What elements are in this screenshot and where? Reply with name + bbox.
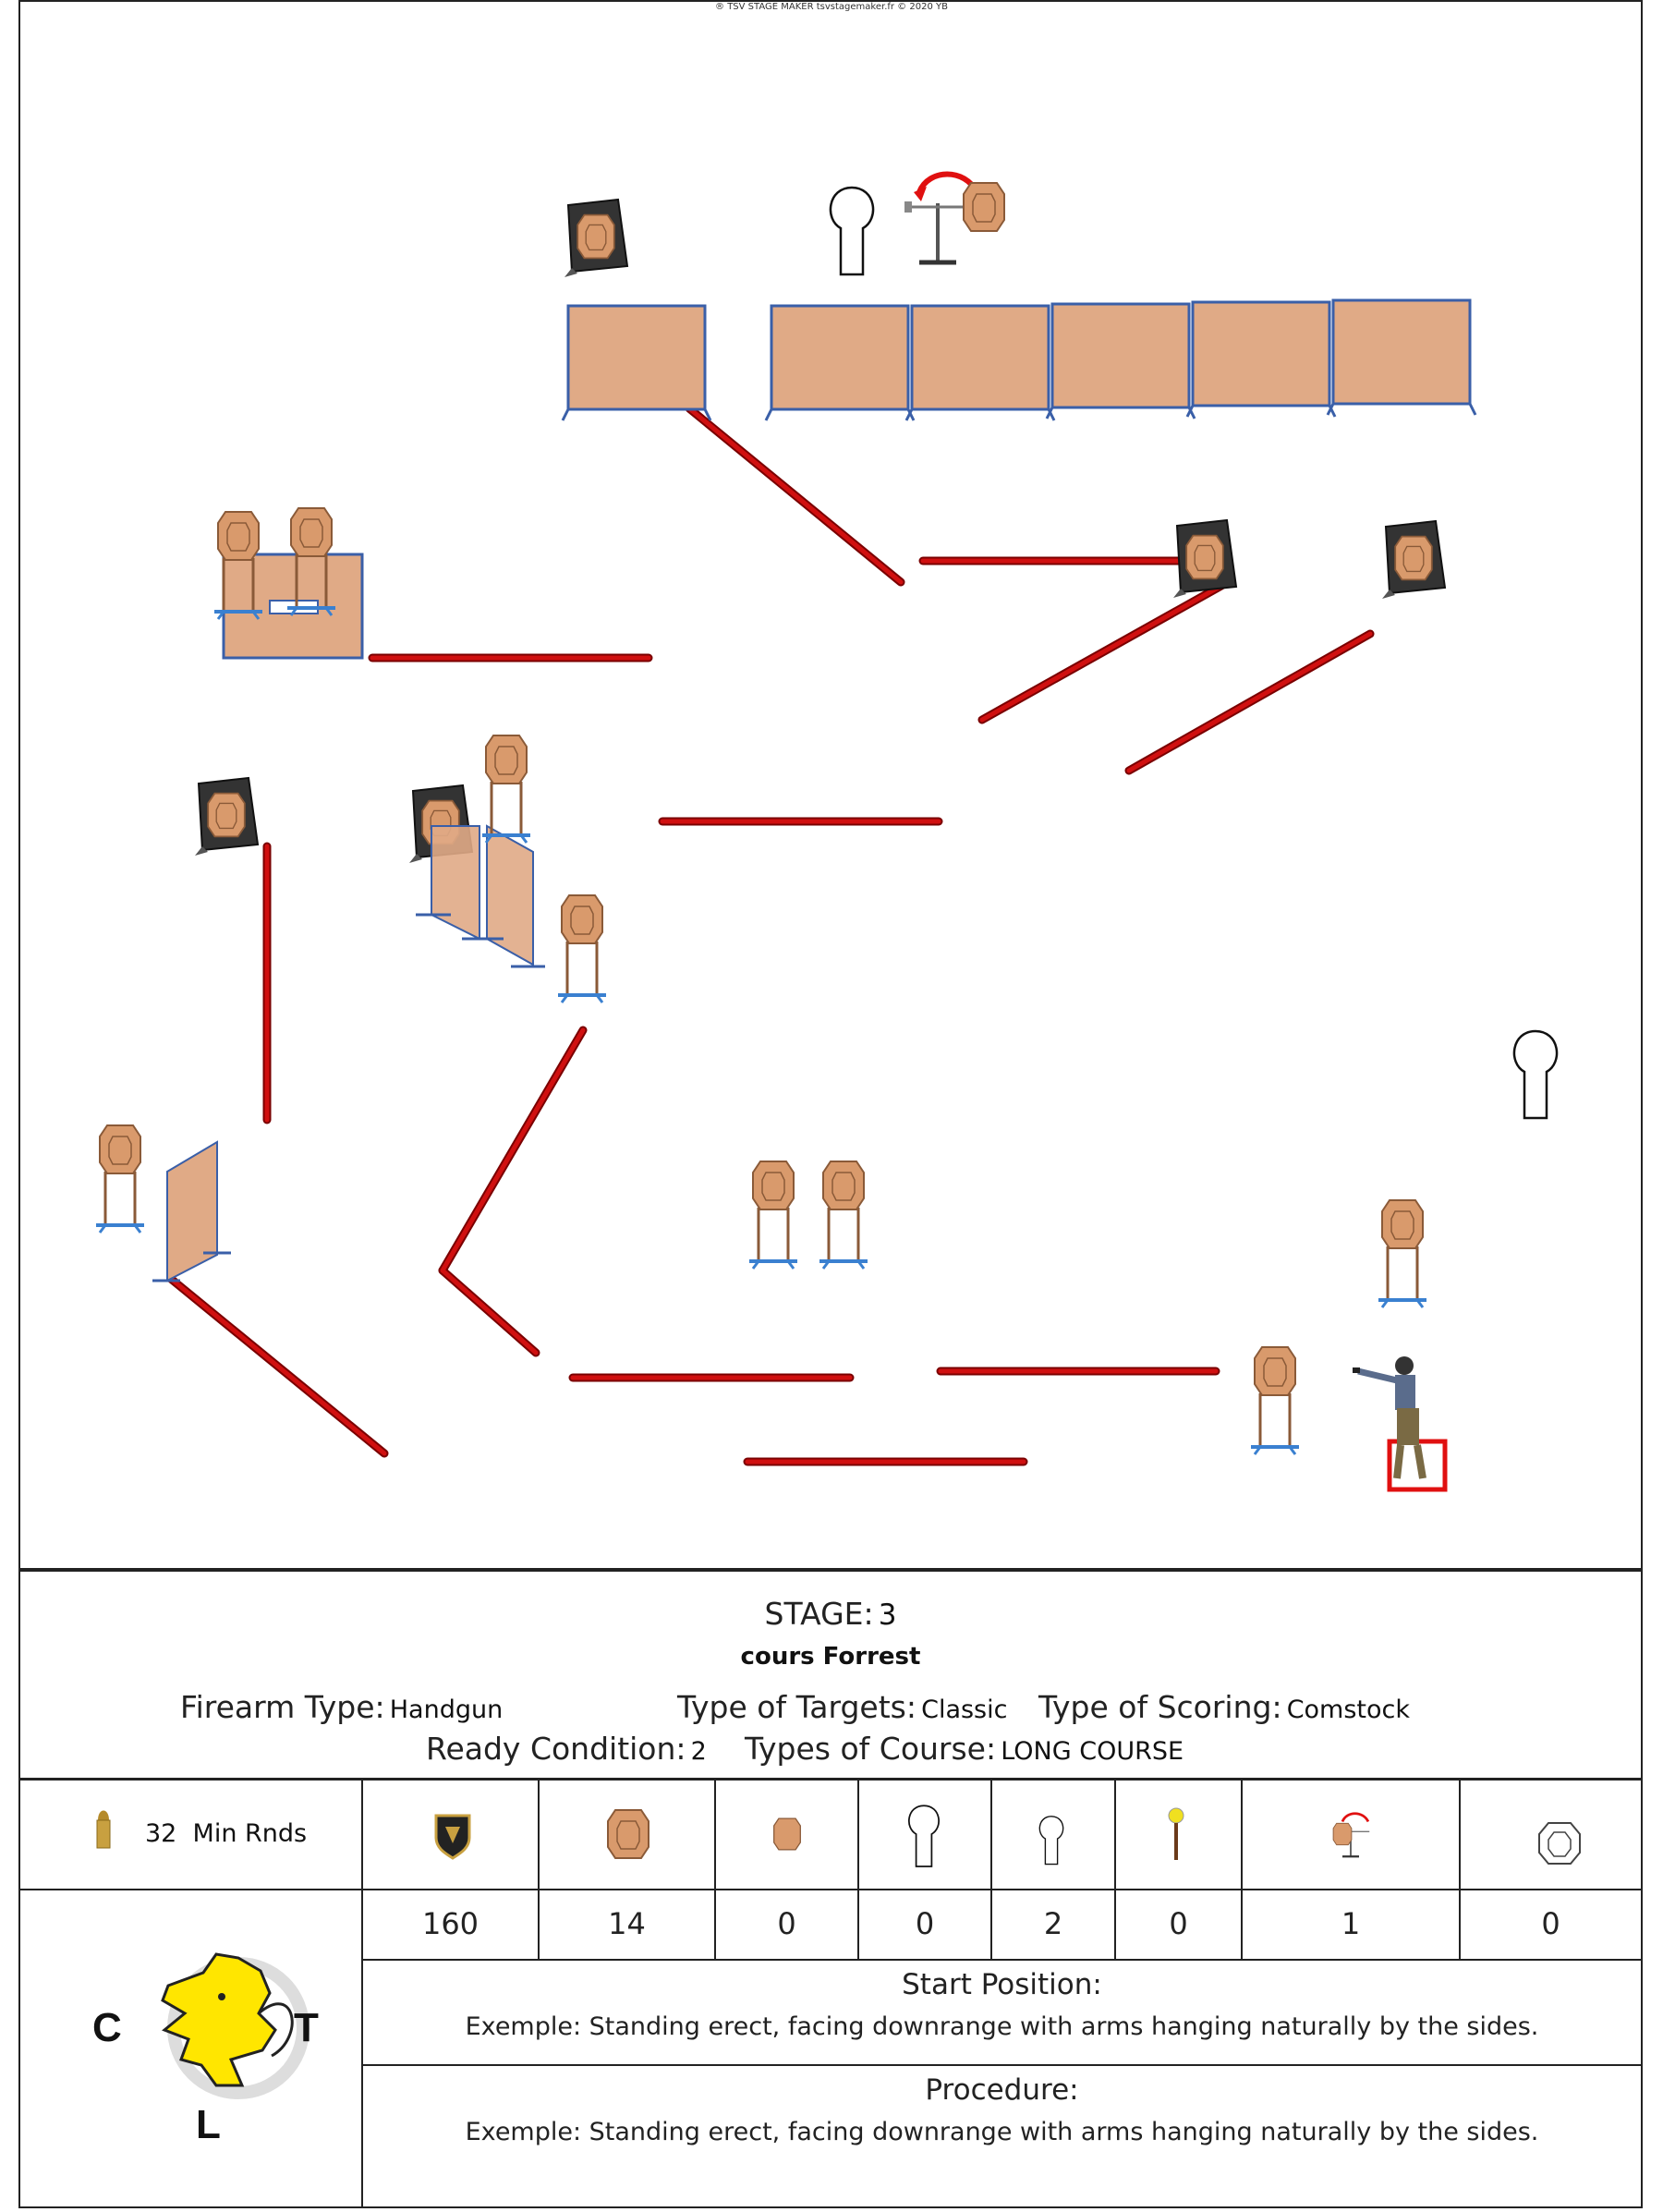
divider-top — [18, 1568, 1643, 1572]
course-value: LONG COURSE — [1001, 1737, 1184, 1766]
count-8: 0 — [1541, 1906, 1560, 1941]
no-shoot-target-icon-top — [1538, 1822, 1581, 1865]
cell-rounds — [18, 1779, 363, 1890]
swinger-icon-top — [1332, 1812, 1370, 1858]
ready-label: Ready Condition: — [426, 1731, 686, 1767]
logo-letter-t: T — [294, 2005, 319, 2050]
mini-popper-icon-top — [1038, 1816, 1064, 1866]
stage-label: STAGE: — [764, 1596, 874, 1632]
firearm-value: Handgun — [389, 1695, 504, 1724]
course-type: Types of Course: LONG COURSE — [745, 1731, 1184, 1767]
course-label: Types of Course: — [745, 1731, 997, 1767]
ready-value: 2 — [690, 1737, 707, 1766]
classic-target-icon-top — [607, 1809, 649, 1859]
firearm-type: Firearm Type: Handgun — [180, 1689, 503, 1725]
procedure-text: Exemple: Standing erect, facing downrang… — [465, 2118, 1539, 2146]
bullet-icon-top — [96, 1810, 111, 1849]
procedure-title: Procedure: — [925, 2073, 1079, 2107]
min-rounds: 32 Min Rnds — [145, 1819, 307, 1848]
left-panel — [152, 1140, 231, 1282]
count-1: 160 — [421, 1906, 479, 1941]
start-position-text: Exemple: Standing erect, facing downrang… — [465, 2012, 1539, 2041]
scoring-label: Type of Scoring: — [1038, 1689, 1282, 1725]
club-logo-top — [161, 1952, 310, 2099]
stage-name: cours Forrest — [740, 1643, 921, 1671]
center-panels — [416, 824, 545, 968]
firearm-label: Firearm Type: — [180, 1689, 385, 1725]
badge-icon-top — [434, 1814, 471, 1860]
count-7: 1 — [1341, 1906, 1361, 1941]
count-5: 2 — [1043, 1906, 1063, 1941]
scoring-type: Type of Scoring: Comstock — [1038, 1689, 1410, 1725]
box-barricade — [214, 508, 364, 660]
swinger-target — [904, 171, 1005, 265]
ready-condition: Ready Condition: 2 — [426, 1731, 707, 1767]
cell-count-5 — [990, 1889, 1116, 1961]
logo-letter-c: C — [92, 2005, 122, 2050]
targets-type: Type of Targets: Classic — [677, 1689, 1007, 1725]
plate-icon-top — [1168, 1807, 1184, 1860]
stage-number: 3 — [878, 1598, 897, 1632]
rounds-count: 32 — [145, 1819, 177, 1848]
stage-heading: STAGE: 3 — [18, 1596, 1643, 1632]
targets-label: Type of Targets: — [677, 1689, 916, 1725]
popper-icon-top — [908, 1805, 940, 1867]
cell-count-4 — [857, 1889, 992, 1961]
count-2: 14 — [608, 1906, 646, 1941]
rounds-label: Min Rnds — [192, 1819, 308, 1848]
count-4: 0 — [915, 1906, 935, 1941]
copyright-text: ® TSV STAGE MAKER tsvstagemaker.fr © 202… — [715, 2, 948, 12]
scoring-value: Comstock — [1286, 1695, 1411, 1724]
cell-procedure — [361, 2064, 1643, 2208]
mini-target-icon-top — [773, 1817, 801, 1851]
count-6: 0 — [1169, 1906, 1188, 1941]
count-3: 0 — [777, 1906, 796, 1941]
shooter-start-box — [1353, 1356, 1448, 1492]
cell-start-position — [361, 1959, 1643, 2066]
start-position-title: Start Position: — [902, 1968, 1102, 2001]
logo-letter-l: L — [196, 2102, 221, 2147]
targets-value: Classic — [921, 1695, 1008, 1724]
